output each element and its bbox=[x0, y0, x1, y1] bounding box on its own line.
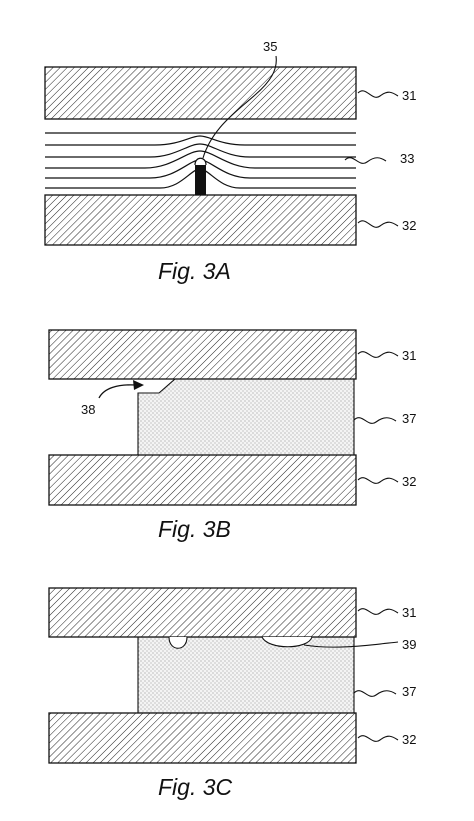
top-plate-31 bbox=[44, 66, 357, 120]
label-32-b: 32 bbox=[402, 474, 416, 489]
leader-31-a bbox=[357, 90, 399, 98]
caption-fig-3c: Fig. 3C bbox=[158, 774, 233, 800]
label-33: 33 bbox=[400, 151, 414, 166]
fill-region-37 bbox=[137, 636, 355, 714]
bottom-plate-32 bbox=[48, 712, 357, 764]
label-38: 38 bbox=[81, 402, 95, 417]
needle-dome bbox=[194, 157, 207, 166]
figure-3c: 39 31 37 32 Fig. 3C bbox=[48, 587, 416, 800]
leader-32-b bbox=[357, 477, 399, 484]
label-31-a: 31 bbox=[402, 88, 416, 103]
leader-37-b bbox=[353, 417, 397, 424]
bottom-plate-32 bbox=[48, 454, 357, 506]
void-39-large bbox=[261, 636, 313, 648]
leader-35 bbox=[202, 55, 277, 159]
label-31-c: 31 bbox=[402, 605, 416, 620]
leader-31-c bbox=[357, 608, 399, 615]
arrow-38 bbox=[98, 384, 137, 399]
leader-39 bbox=[303, 641, 399, 648]
leader-37-c bbox=[353, 690, 397, 697]
arrow-38-head bbox=[133, 380, 144, 390]
caption-fig-3a: Fig. 3A bbox=[158, 258, 231, 284]
caption-fig-3b: Fig. 3B bbox=[158, 516, 231, 542]
leader-33 bbox=[344, 157, 387, 164]
leader-32-c bbox=[357, 735, 399, 742]
label-39: 39 bbox=[402, 637, 416, 652]
needle-35 bbox=[195, 165, 206, 195]
bottom-plate-32 bbox=[44, 194, 357, 246]
leader-31-b bbox=[357, 351, 399, 358]
label-31-b: 31 bbox=[402, 348, 416, 363]
label-32-c: 32 bbox=[402, 732, 416, 747]
void-39-small bbox=[168, 636, 188, 649]
figure-3a: 35 31 33 32 Fig. 3A bbox=[44, 39, 416, 284]
top-plate-31 bbox=[48, 587, 357, 638]
label-37-b: 37 bbox=[402, 411, 416, 426]
label-35: 35 bbox=[263, 39, 277, 54]
leader-32-a bbox=[357, 220, 399, 228]
top-plate-31 bbox=[48, 329, 357, 380]
figure-3b: 38 31 37 32 Fig. 3B bbox=[48, 329, 416, 542]
label-32-a: 32 bbox=[402, 218, 416, 233]
fill-region-37 bbox=[137, 378, 355, 456]
label-37-c: 37 bbox=[402, 684, 416, 699]
